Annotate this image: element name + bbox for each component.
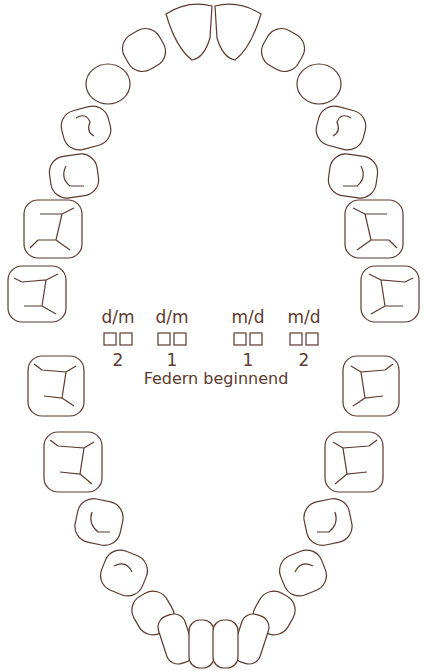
side-label: m/d <box>287 307 320 327</box>
number-label: 2 <box>113 350 124 370</box>
checkbox <box>234 333 246 345</box>
side-label: d/m <box>101 307 134 327</box>
left-half <box>8 4 214 668</box>
checkbox <box>306 333 318 345</box>
checkbox <box>120 333 132 345</box>
number-label: 2 <box>299 350 310 370</box>
checkbox <box>290 333 302 345</box>
number-label: 1 <box>167 350 178 370</box>
number-label: 1 <box>243 350 254 370</box>
checkbox <box>158 333 170 345</box>
side-label: d/m <box>155 307 188 327</box>
note-label: Federn beginnend <box>144 369 289 389</box>
checkbox-group <box>104 333 318 345</box>
right-half <box>213 4 419 668</box>
checkbox <box>250 333 262 345</box>
side-label: m/d <box>231 307 264 327</box>
checkbox <box>104 333 116 345</box>
checkbox <box>174 333 186 345</box>
